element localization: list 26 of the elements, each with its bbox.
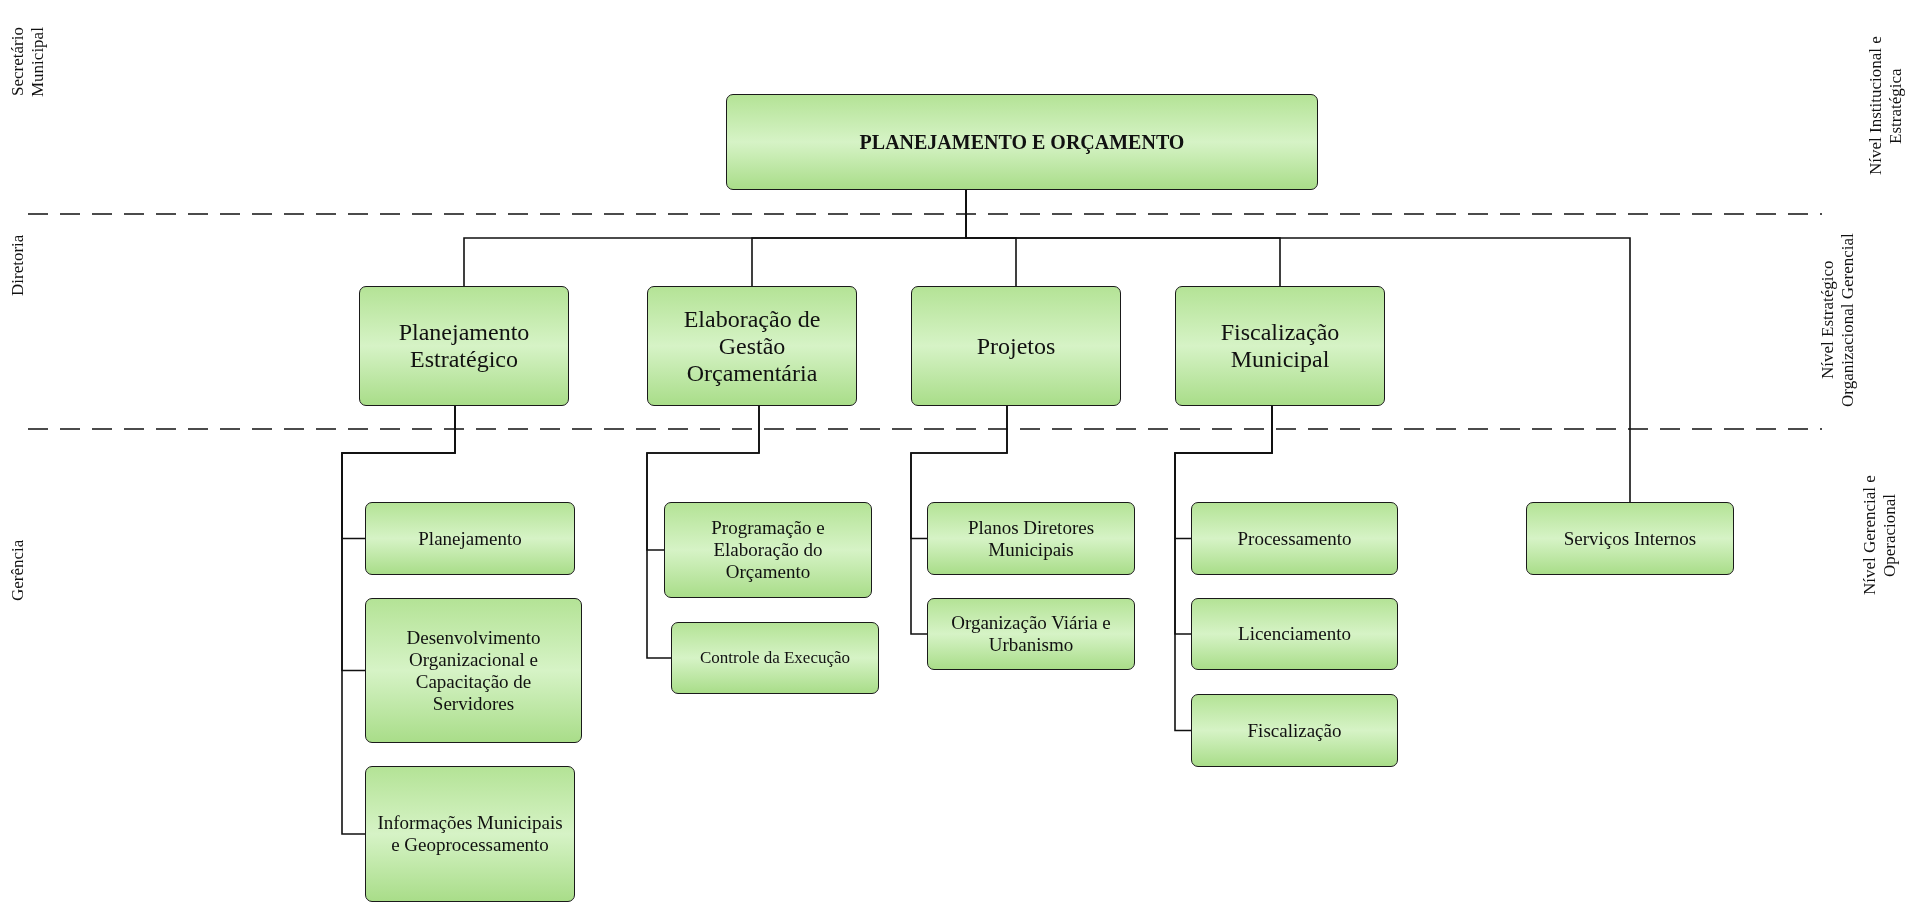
level-label: Secretário Municipal — [8, 26, 48, 99]
department-box: Serviços Internos — [1526, 502, 1734, 575]
unit-box: Planejamento — [365, 502, 575, 575]
unit-box: Organização Viária e Urbanismo — [927, 598, 1135, 670]
title-box: PLANEJAMENTO E ORÇAMENTO — [726, 94, 1318, 190]
level-label: Nível Estratégico Organizacional Gerencial — [1818, 232, 1858, 409]
unit-box: Planos Diretores Municipais — [927, 502, 1135, 575]
unit-box: Informações Municipais e Geoprocessamento — [365, 766, 575, 902]
unit-box: Licenciamento — [1191, 598, 1398, 670]
unit-box: Controle da Execução — [671, 622, 879, 694]
unit-box: Fiscalização — [1191, 694, 1398, 767]
department-box: Planejamento Estratégico — [359, 286, 569, 406]
connector-line — [910, 405, 1008, 635]
connector-line — [341, 405, 456, 835]
connector-line — [1174, 405, 1273, 732]
level-label: Nível Institucional e Estratégica — [1866, 35, 1906, 178]
department-box: Projetos — [911, 286, 1121, 406]
connector-line — [646, 405, 760, 659]
unit-box: Processamento — [1191, 502, 1398, 575]
department-box: Elaboração de Gestão Orçamentária — [647, 286, 857, 406]
department-box: Fiscalização Municipal — [1175, 286, 1385, 406]
unit-box: Desenvolvimento Organizacional e Capacitação de Servidores — [365, 598, 582, 743]
level-label: Nível Gerencial e Operacional — [1860, 474, 1900, 597]
level-label: Diretoria — [8, 233, 28, 298]
unit-box: Programação e Elaboração do Orçamento — [664, 502, 872, 598]
level-label: Gerência — [8, 538, 28, 603]
